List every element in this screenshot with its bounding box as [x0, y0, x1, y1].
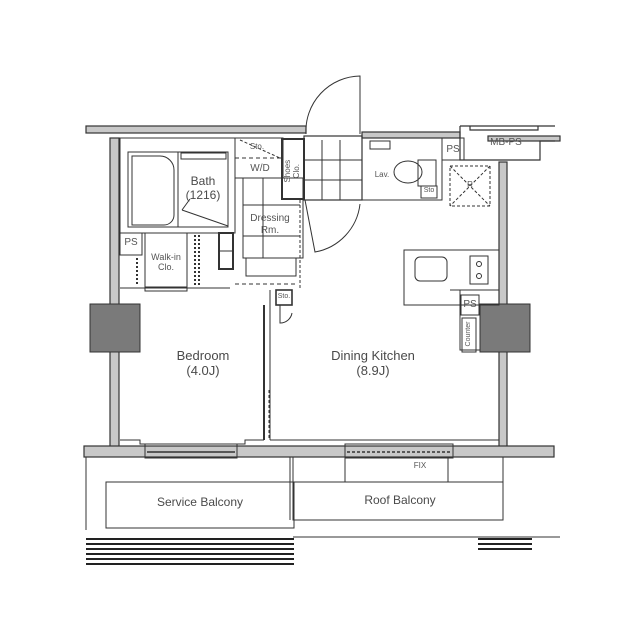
shoes-label: Shoes Clo.: [283, 151, 301, 191]
ps-left-label: PS: [124, 237, 138, 248]
column-right: [479, 303, 531, 353]
roof-balcony-label: Roof Balcony: [364, 493, 436, 507]
shoes-name: Shoes: [282, 159, 292, 183]
fix-label: FIX: [413, 461, 427, 470]
dining-kitchen-label: Dining Kitchen (8.9J): [318, 348, 428, 379]
bath-label: Bath (1216): [178, 174, 228, 203]
column-left: [89, 303, 141, 353]
sto-mid-label: Sto.: [277, 293, 291, 300]
bottom-wall: [83, 445, 555, 458]
shoes-suffix: Clo.: [292, 164, 301, 179]
walkin-label: Walk-in Clo.: [144, 252, 188, 273]
top-wall-lav: [361, 131, 461, 139]
bedroom-label: Bedroom (4.0J): [158, 348, 248, 379]
walkin-suffix: Clo.: [157, 262, 174, 273]
bath-size: (1216): [185, 187, 221, 202]
dining-kitchen-name: Dining Kitchen: [331, 348, 415, 363]
ps-top-label: PS: [446, 144, 460, 155]
dining-kitchen-size: (8.9J): [356, 362, 390, 378]
left-wall: [109, 137, 120, 449]
dressing-name: Dressing: [250, 213, 290, 224]
walkin-name: Walk-in: [151, 252, 181, 262]
bedroom-size: (4.0J): [186, 362, 220, 378]
bedroom-name: Bedroom: [176, 348, 230, 363]
service-balcony-label: Service Balcony: [156, 495, 244, 509]
r-label: R: [467, 180, 473, 189]
counter-label: Counter: [464, 321, 472, 347]
sto-top-label: Sto.: [249, 142, 265, 151]
top-wall-left: [85, 125, 307, 134]
sto-toilet-label: Sto: [423, 187, 435, 194]
mb-ps-label: MB-PS: [490, 137, 522, 148]
dressing-suffix: Rm.: [260, 224, 280, 236]
wd-label: W/D: [250, 163, 270, 174]
ps-kitchen-label: PS: [463, 299, 477, 310]
dressing-label: Dressing Rm.: [242, 213, 298, 236]
bath-name: Bath: [190, 174, 216, 188]
lav-label: Lav.: [374, 170, 390, 179]
